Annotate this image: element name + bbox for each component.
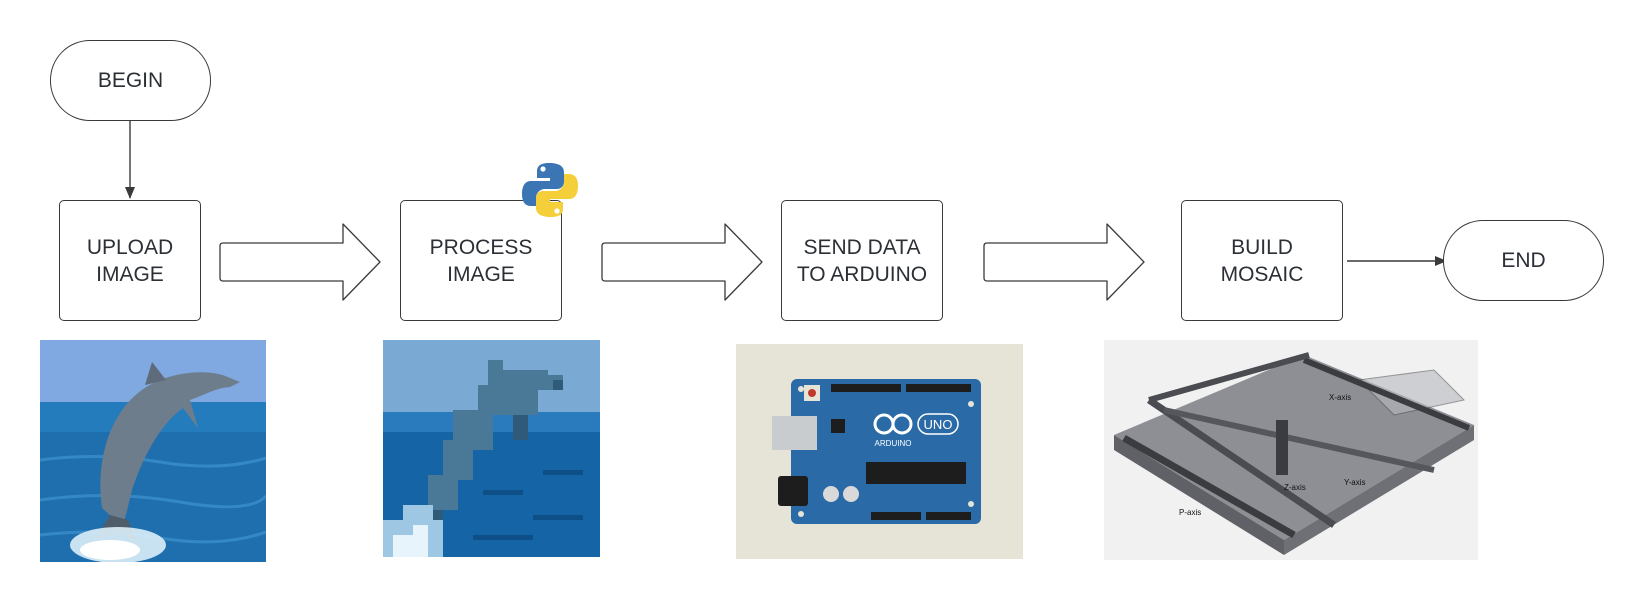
arduino-logo-text: UNO bbox=[924, 417, 953, 432]
y-axis-label: Y-axis bbox=[1344, 478, 1366, 487]
send-data-node: SEND DATA TO ARDUINO bbox=[781, 200, 943, 321]
end-label: END bbox=[1501, 249, 1546, 272]
mosaic-machine-cad-image: X-axis Y-axis Z-axis P-axis bbox=[1104, 340, 1478, 560]
process-image-node: PROCESS IMAGE bbox=[400, 200, 562, 321]
block-arrow-1 bbox=[219, 223, 381, 301]
python-logo-icon bbox=[522, 163, 578, 217]
z-axis-label: Z-axis bbox=[1284, 483, 1306, 492]
dolphin-photo bbox=[40, 340, 266, 562]
begin-node: BEGIN bbox=[50, 40, 211, 121]
arduino-board-image: UNO ARDUINO bbox=[736, 344, 1023, 559]
send-data-label: SEND DATA TO ARDUINO bbox=[796, 235, 928, 286]
upload-image-node: UPLOAD IMAGE bbox=[59, 200, 201, 321]
p-axis-label: P-axis bbox=[1179, 508, 1201, 517]
arduino-brand-text: ARDUINO bbox=[875, 439, 912, 448]
pixelated-dolphin-image bbox=[383, 340, 600, 557]
build-mosaic-label: BUILD MOSAIC bbox=[1220, 235, 1304, 286]
begin-label: BEGIN bbox=[97, 69, 164, 92]
x-axis-label: X-axis bbox=[1329, 393, 1351, 402]
block-arrow-2 bbox=[601, 223, 763, 301]
upload-image-label: UPLOAD IMAGE bbox=[86, 235, 174, 286]
build-mosaic-node: BUILD MOSAIC bbox=[1181, 200, 1343, 321]
end-node: END bbox=[1443, 220, 1604, 301]
block-arrow-3 bbox=[983, 223, 1145, 301]
process-image-label: PROCESS IMAGE bbox=[429, 235, 533, 286]
